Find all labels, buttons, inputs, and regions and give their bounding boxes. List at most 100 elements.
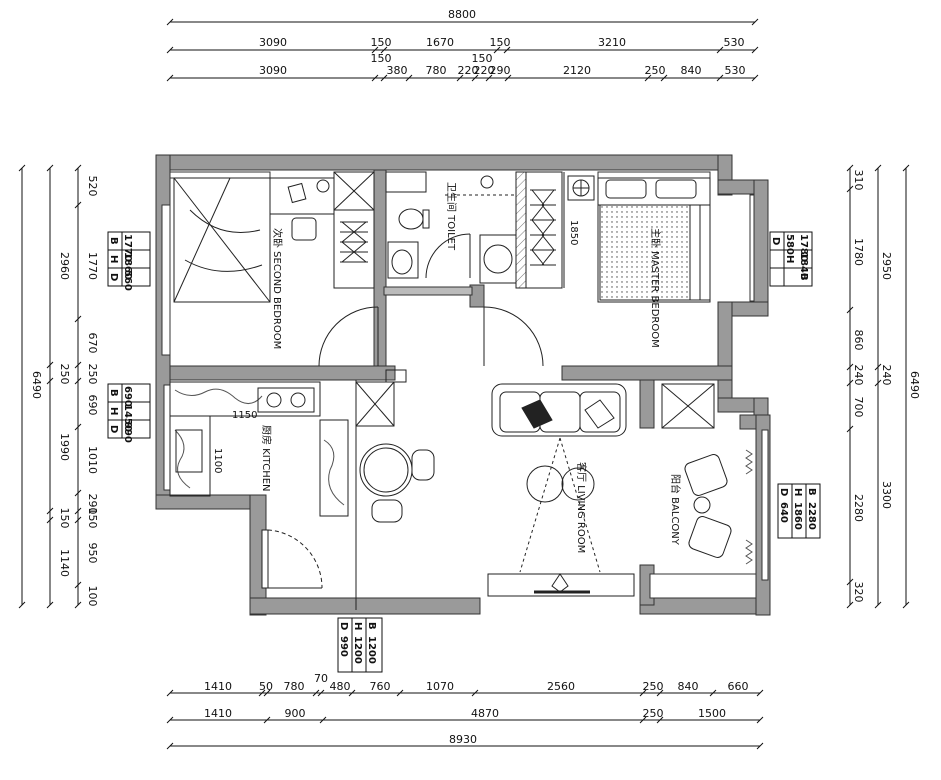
dim-label: 220 [474, 64, 495, 77]
dim-label: 310 [852, 170, 865, 191]
svg-text:H: H [108, 407, 119, 415]
wardrobe-dim-1850: 1850 [568, 220, 579, 245]
dim-label: 3210 [598, 36, 626, 49]
spec-b: 1200 [366, 636, 377, 664]
dim-label: 250 [643, 680, 664, 693]
dim-label: 2950 [880, 252, 893, 280]
dim-label: 1010 [86, 446, 99, 474]
spec-d: 990 [122, 422, 133, 443]
bottom-total-dim: 8930 [449, 733, 477, 746]
left-dimensions [18, 164, 82, 609]
dim-label: 290 [86, 494, 99, 515]
door-second-bedroom[interactable] [318, 306, 379, 367]
spec-d: 640 [778, 502, 789, 523]
dim-label: 250 [643, 707, 664, 720]
armchair-icon [688, 516, 732, 558]
svg-text:H: H [352, 622, 363, 630]
svg-text:D: D [778, 488, 789, 496]
dim-label: 1070 [426, 680, 454, 693]
coffee-table-icon [526, 465, 564, 503]
spec-table-balcony: D H B 640 1860 2280 [777, 483, 821, 539]
dim-label: 3090 [259, 36, 287, 49]
dim-label: 320 [852, 582, 865, 603]
right-dimensions [846, 164, 910, 609]
dim-label-150b: 150 [472, 52, 493, 65]
room-label-balcony: 阳台 BALCONY [669, 474, 682, 546]
dim-label: 3090 [259, 64, 287, 77]
spec-h: 1860 [792, 502, 803, 530]
wardrobe-icon [333, 171, 375, 289]
spec-table-entry: D H B 990 1200 1200 [337, 617, 383, 673]
dim-label: 1770 [86, 252, 99, 280]
tv-cabinet-icon [487, 573, 635, 597]
dim-label: 840 [678, 680, 699, 693]
dim-label: 150 [86, 508, 99, 529]
dim-label: 150 [490, 36, 511, 49]
dim-label: 520 [86, 176, 99, 197]
living-room [487, 383, 635, 597]
dim-label: 1990 [58, 433, 71, 461]
dim-label: 250 [86, 364, 99, 385]
dim-label: 760 [370, 680, 391, 693]
spec-h: 1860 [122, 252, 133, 280]
dim-label: 50 [259, 680, 273, 693]
svg-text:B: B [798, 273, 809, 281]
dim-label: 860 [852, 330, 865, 351]
bottom-row1-labels: 1410 50 780 70 480 760 1070 2560 250 840… [204, 672, 749, 693]
kitchen [169, 369, 407, 517]
spec-table-second-bedroom: B H D 1770 1860 560 [107, 231, 151, 291]
dim-label: 1670 [426, 36, 454, 49]
spec-b: 1780 [798, 234, 809, 262]
dim-label: 150 [58, 508, 71, 529]
spec-h: 1200 [352, 636, 363, 664]
spec-d: 990 [338, 636, 349, 657]
sofa-icon [491, 383, 627, 437]
dim-label: 250 [58, 364, 71, 385]
dim-label: 1780 [852, 238, 865, 266]
spec-b: 2280 [806, 502, 817, 530]
dim-label: 3300 [880, 481, 893, 509]
master-bedroom [515, 171, 711, 303]
spec-table-kitchen: B H D 690 1450 990 [107, 383, 151, 443]
svg-text:B: B [366, 622, 377, 630]
top-row2-labels: 3090 380 780 220 220 290 2120 250 840 53… [259, 64, 746, 77]
svg-text:B: B [806, 488, 817, 496]
dim-label-150a: 150 [371, 52, 392, 65]
dim-label: 290 [490, 64, 511, 77]
dim-label: 530 [725, 64, 746, 77]
dim-label: 150 [371, 36, 392, 49]
spec-h: 1450 [122, 404, 133, 432]
dim-label: 530 [724, 36, 745, 49]
room-label-kitchen: 厨房 KITCHEN [260, 425, 273, 492]
balcony [661, 383, 753, 565]
dim-label: 4870 [471, 707, 499, 720]
dim-label: 780 [284, 680, 305, 693]
svg-text:D: D [108, 273, 119, 281]
dim-label: 2280 [852, 494, 865, 522]
dim-label: 1140 [58, 549, 71, 577]
bottom-dimensions [166, 689, 764, 750]
room-label-toilet: 卫生间 TOILET [445, 182, 458, 251]
dim-label: 240 [852, 365, 865, 386]
kitchen-dim-1100: 1100 [212, 448, 223, 473]
dim-label: 2120 [563, 64, 591, 77]
chair-icon [291, 217, 317, 241]
dining-set [355, 380, 435, 610]
svg-text:H: H [784, 255, 795, 263]
door-master-bedroom[interactable] [483, 306, 544, 367]
spec-d: 560 [122, 270, 133, 291]
room-label-second-bedroom: 次卧 SECOND BEDROOM [271, 228, 284, 349]
dim-label: 1500 [698, 707, 726, 720]
toilet-room [385, 171, 517, 284]
dim-label: 700 [852, 397, 865, 418]
dim-label: 840 [681, 64, 702, 77]
bottom-row2-labels: 1410 900 4870 250 1500 [204, 707, 726, 720]
spec-b: 690 [122, 386, 133, 407]
spec-b: 1770 [122, 234, 133, 262]
top-total-dim: 8800 [448, 8, 476, 21]
svg-text:D: D [770, 237, 781, 245]
entry-door[interactable] [261, 529, 323, 589]
dim-label: 6490 [908, 371, 921, 399]
dim-label: 690 [86, 395, 99, 416]
